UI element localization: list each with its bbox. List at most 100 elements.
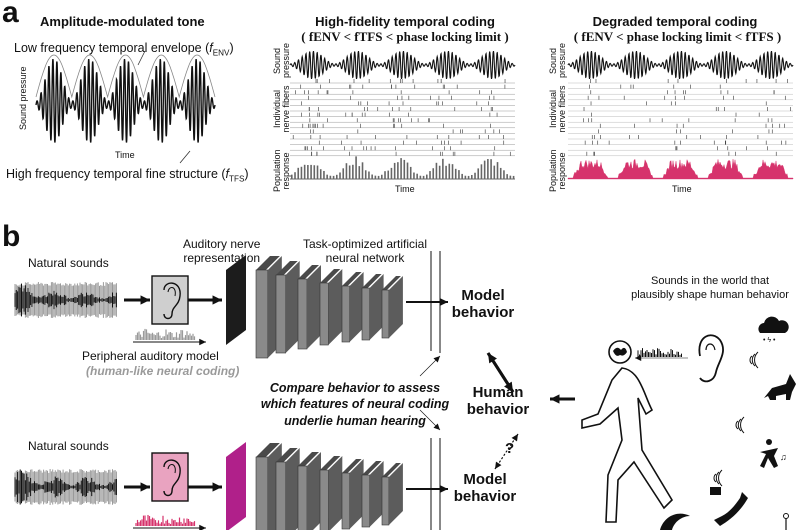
tfs-paren: ) xyxy=(244,167,249,181)
population-response-bar xyxy=(512,175,515,179)
population-response-bar xyxy=(461,173,463,179)
network-top-layer-side xyxy=(388,276,403,338)
population-response-bar xyxy=(361,162,364,179)
network-top-layer-top xyxy=(382,276,401,290)
population-response-bar xyxy=(326,174,328,179)
network-top-layer-top xyxy=(298,265,319,279)
population-response-bar xyxy=(352,164,354,179)
population-response-bar xyxy=(291,174,293,179)
population-response-bar xyxy=(342,168,345,179)
population-response-bar xyxy=(429,171,431,179)
bird-icon xyxy=(660,513,690,530)
population-response-bar xyxy=(477,168,480,179)
population-response-bar xyxy=(499,167,502,179)
network-bottom-layer-front xyxy=(297,465,308,530)
natural-sounds-top-label: Natural sounds xyxy=(28,256,109,270)
compare-line-1: Compare behavior to assess xyxy=(269,381,441,395)
network-top-layer-front xyxy=(275,274,286,354)
sound-pressure-wave xyxy=(567,50,794,80)
world-ear-inner xyxy=(705,343,716,351)
tfs-label: High frequency temporal fine structure (… xyxy=(6,167,249,184)
population-response-bar xyxy=(451,164,454,179)
network-bottom-layer-front xyxy=(361,474,370,528)
population-response-bar xyxy=(339,172,341,179)
population-response-area xyxy=(567,158,794,180)
population-response-bar xyxy=(332,175,335,179)
network-bottom-layer-front xyxy=(381,476,390,526)
compare-dashed-b-head xyxy=(495,461,502,469)
population-response-bar xyxy=(419,175,422,179)
walking-person-icon xyxy=(581,367,674,523)
population-response-bar xyxy=(384,171,386,179)
population-response-bar xyxy=(464,175,467,179)
auditory-nerve-line-1: Auditory nerve xyxy=(183,237,261,251)
envelope-symbol: f xyxy=(209,41,213,55)
population-response-bar xyxy=(406,162,409,179)
peripheral-model-bottom-box xyxy=(151,452,189,502)
population-response-bar xyxy=(483,160,486,179)
population-response-bar xyxy=(381,174,383,179)
model-behavior-bottom-line-2: behavior xyxy=(453,488,517,506)
population-response-bar xyxy=(454,168,457,179)
population-response-bar xyxy=(374,175,377,179)
envelope-arrow xyxy=(137,50,146,66)
envelope-label-text: Low frequency temporal envelope ( xyxy=(14,41,210,55)
population-response-bar xyxy=(307,165,309,179)
network-bottom-layer-top xyxy=(362,461,382,475)
question-mark: ? xyxy=(505,440,515,457)
sound-wave-icon xyxy=(754,351,759,369)
population-response-bar xyxy=(448,163,451,179)
population-response-bar xyxy=(355,156,357,179)
peripheral-model-bottom-ear-icon xyxy=(163,459,181,497)
population-response-bar xyxy=(323,170,325,179)
compare-dashed-b xyxy=(494,433,519,470)
human-behavior-line-2: behavior xyxy=(466,401,530,419)
telephone-icon xyxy=(714,492,748,526)
compare-text: Compare behavior to assess which features… xyxy=(245,380,465,429)
population-response-bar xyxy=(422,175,425,179)
population-response-bar xyxy=(413,172,415,179)
compare-line-2: which features of neural coding xyxy=(260,397,450,412)
population-response-bar xyxy=(503,170,505,179)
degraded-title: Degraded temporal coding xyxy=(592,14,758,29)
population-response-bar xyxy=(377,175,380,179)
network-top-layer-front xyxy=(297,278,308,350)
network-top-layer-side xyxy=(349,272,364,342)
high-fidelity-condition: ( fENV < fTFS < phase locking limit ) xyxy=(301,29,509,44)
population-response-bar xyxy=(390,167,393,179)
population-response-bar xyxy=(387,170,390,179)
network-top-layer-top xyxy=(276,261,298,275)
peripheral-model-sublabel: (human-like neural coding) xyxy=(86,364,240,378)
network-bottom-layer-side xyxy=(285,448,300,530)
population-response-bar xyxy=(403,159,406,179)
population-response-bar xyxy=(393,162,396,179)
network-bottom-layer-top xyxy=(256,443,280,457)
spectrogram-top-axis-arrow-head xyxy=(199,338,206,346)
world-ear-icon xyxy=(698,334,724,383)
population-response-bar xyxy=(493,165,496,179)
world-line-2: plausibly shape human behavior xyxy=(631,289,789,302)
population-response-bar xyxy=(458,170,460,179)
dancer-head-icon xyxy=(766,439,772,445)
howling-wolf-icon xyxy=(764,374,796,400)
network-top-layer-top xyxy=(256,256,280,270)
arrow-to-ear-top-head xyxy=(140,295,150,305)
population-response-bar xyxy=(371,174,373,179)
network-line-2: neural network xyxy=(325,251,405,266)
envelope-curve xyxy=(35,54,216,99)
network-bottom-layer-side xyxy=(307,452,321,530)
degraded-plots xyxy=(567,50,794,180)
tfs-symbol: f xyxy=(225,167,230,181)
chat-bubble-icon xyxy=(710,487,721,495)
am-tone-waveform xyxy=(35,50,216,164)
dg-time-label: Time xyxy=(672,184,692,194)
population-response-bar xyxy=(336,174,338,179)
network-bottom-layer-top xyxy=(382,463,401,477)
network-bottom-layer-front xyxy=(255,456,269,530)
network-bottom-layer-front xyxy=(341,472,350,530)
peripheral-model-top-box xyxy=(151,275,189,325)
population-response-bar xyxy=(319,169,322,179)
tfs-subscript: TFS xyxy=(229,174,245,184)
